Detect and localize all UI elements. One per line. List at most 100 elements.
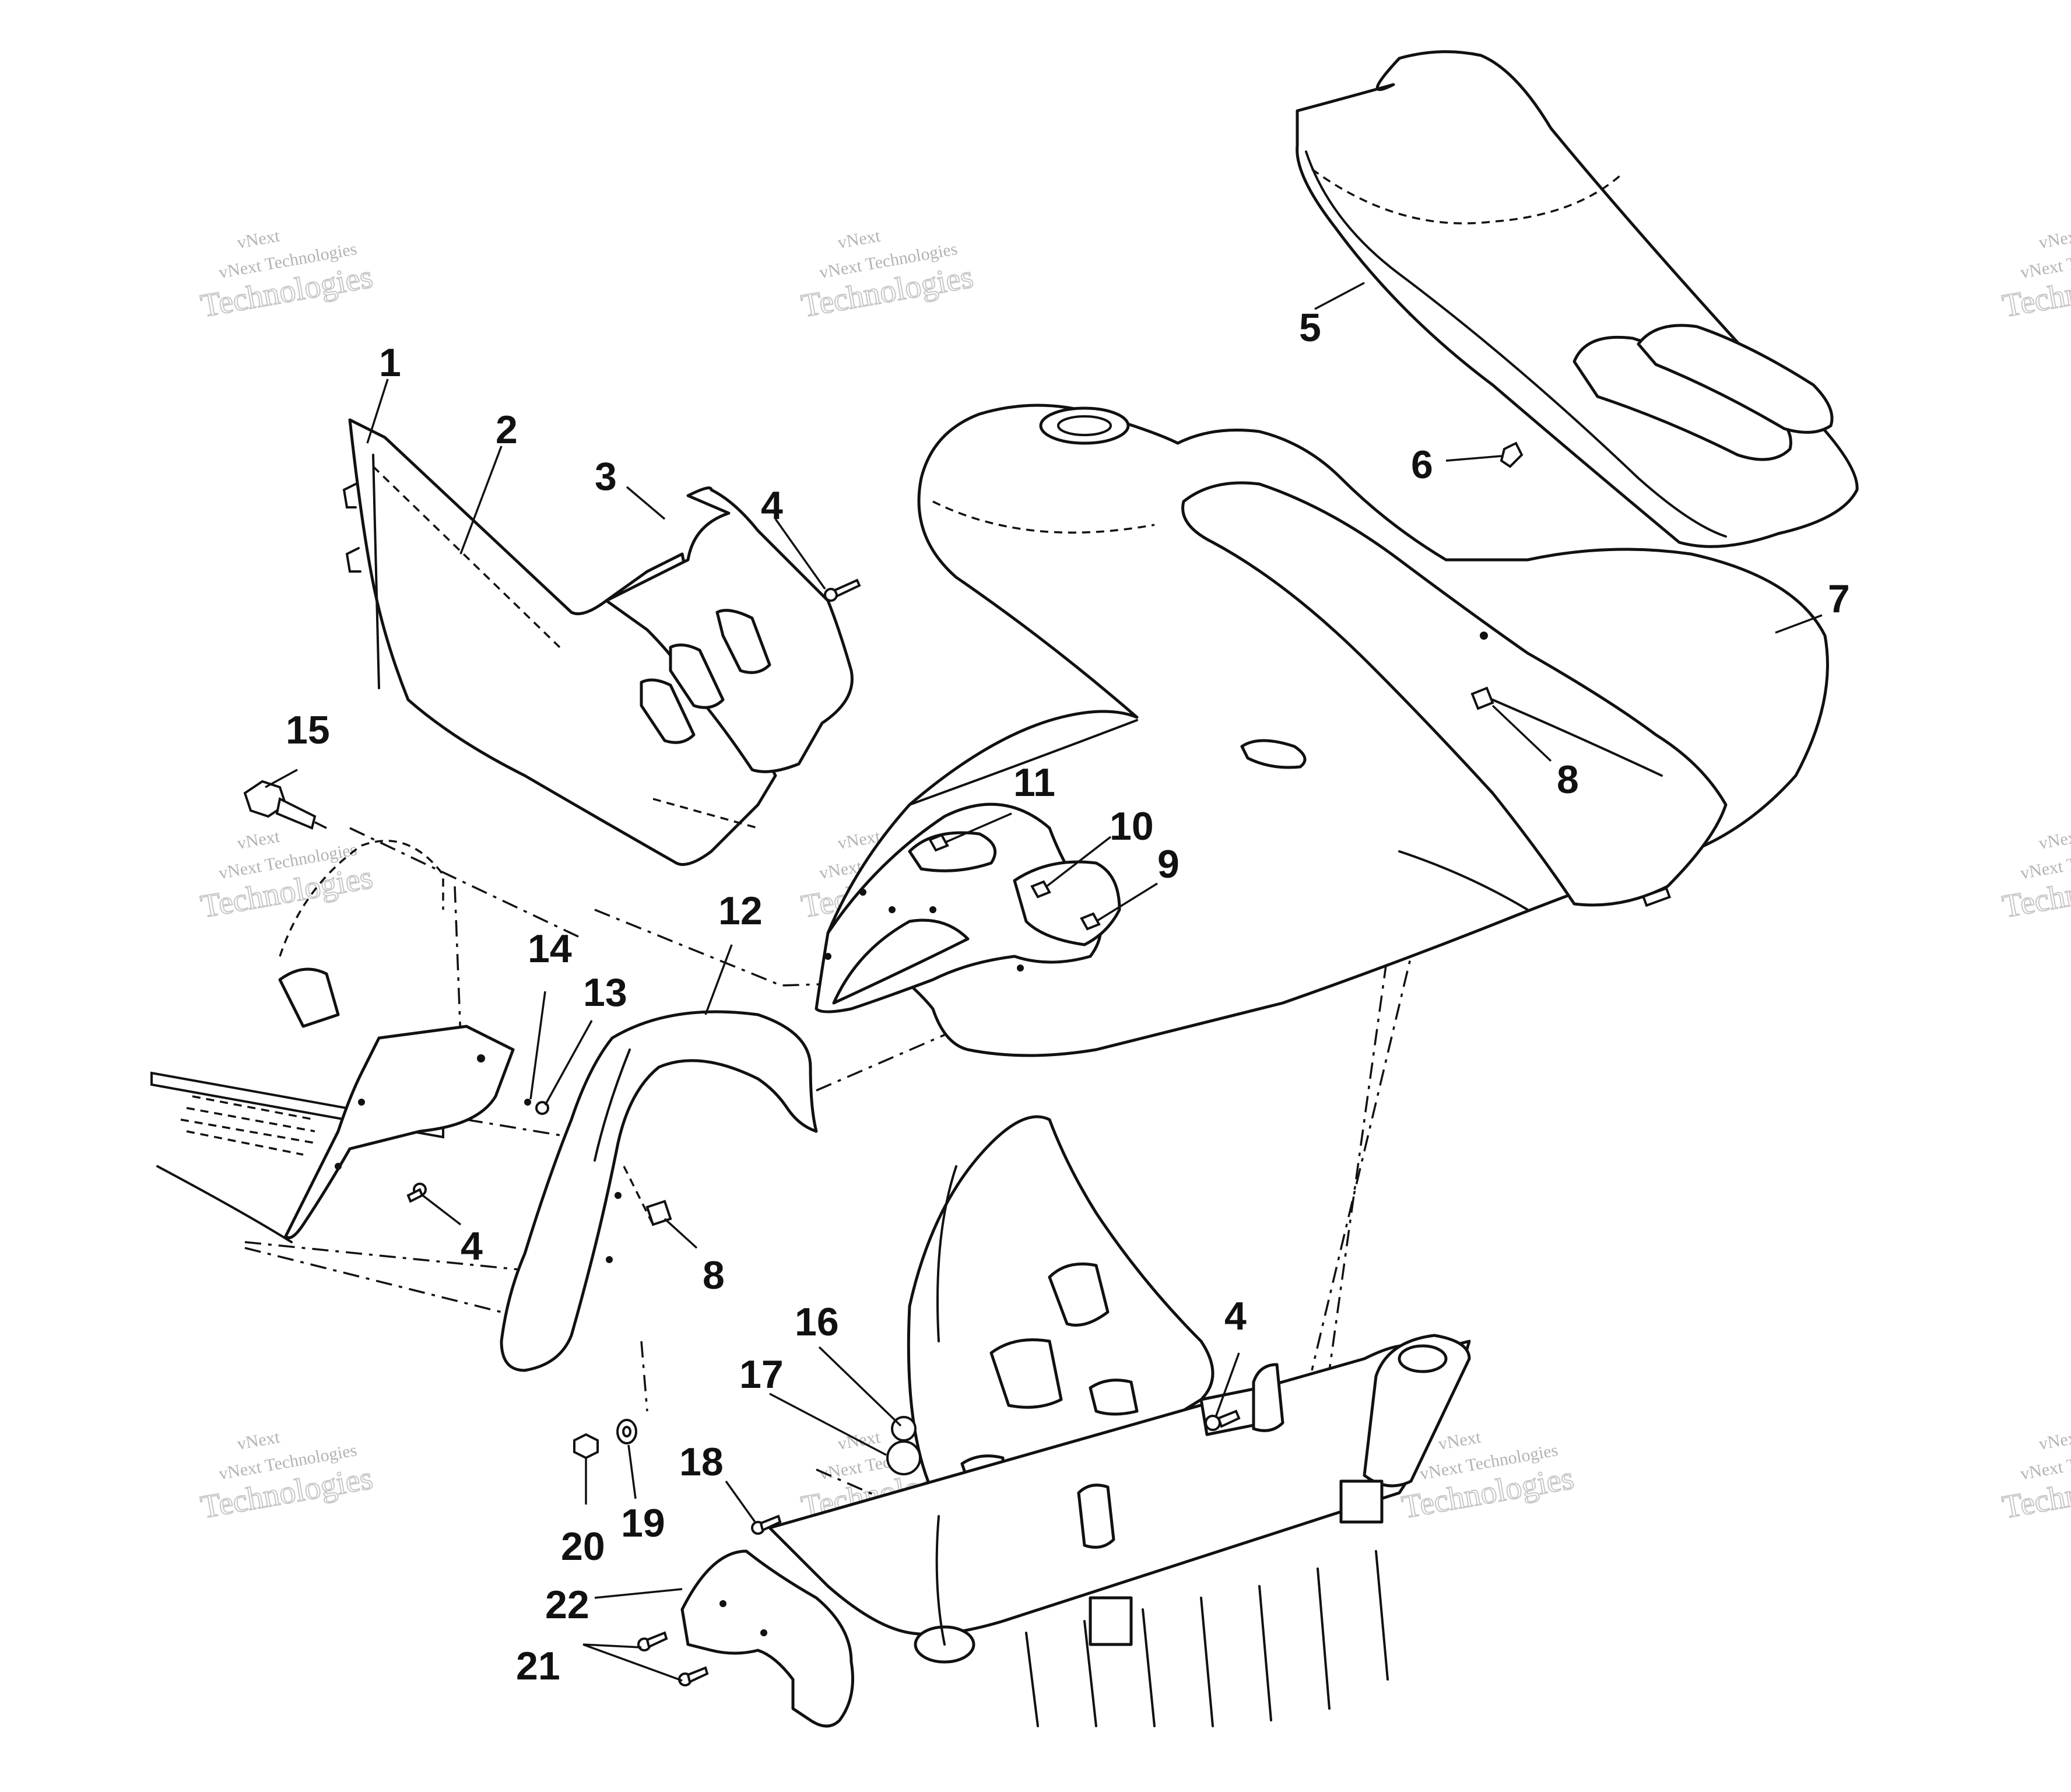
screw-4-top (824, 578, 861, 602)
screw-4-right (1205, 1409, 1241, 1431)
frame-tab (1252, 1363, 1284, 1432)
leader-4a (774, 518, 826, 590)
screw-shank (686, 1666, 709, 1684)
callout-20: 20 (561, 1524, 605, 1569)
frame-crossmember (1363, 1334, 1471, 1488)
leader-17 (769, 1393, 887, 1456)
hardware (243, 441, 1524, 1686)
watermark: vNext vNext Technologies Technologies (198, 1428, 376, 1527)
leader-5 (1314, 282, 1365, 310)
callout-22: 22 (545, 1583, 589, 1627)
callout-17: 17 (739, 1352, 784, 1397)
guide-line (244, 1247, 525, 1319)
footwell-panel-set (342, 418, 854, 866)
footwell-3-dash (652, 798, 759, 829)
guide-line (466, 1118, 607, 1144)
nut-9 (1080, 912, 1101, 931)
left-footrest-assembly (150, 840, 515, 1243)
guard-plate-22 (680, 1549, 854, 1728)
rivet-hole (824, 953, 831, 960)
flare-dash (623, 1166, 654, 1225)
watermark-short: vNext (236, 1428, 282, 1454)
frame-bracket (1089, 1596, 1133, 1646)
rivet-hole (1480, 632, 1488, 640)
callout-10: 10 (1110, 804, 1154, 848)
watermark-short: vNext (236, 827, 282, 853)
leader-10 (1045, 836, 1112, 888)
rear-guard-plate (680, 1549, 854, 1728)
callout-13: 13 (583, 970, 627, 1015)
watermark-short: vNext (2037, 226, 2071, 253)
fender-flare-12 (500, 1010, 818, 1372)
filler-cap (1039, 406, 1130, 445)
screw-shank (1217, 1409, 1241, 1428)
callout-21: 21 (516, 1644, 560, 1688)
rivet-hole (1017, 965, 1024, 972)
guide-line (454, 886, 462, 1039)
watermark-short: vNext (2037, 827, 2071, 853)
leader-12 (704, 944, 733, 1015)
frame-tab (1077, 1484, 1115, 1549)
screw-shank (406, 1188, 424, 1203)
footrest-base-lower (156, 1165, 293, 1243)
leader-13 (544, 1020, 593, 1106)
frame-panel-edge (936, 1165, 957, 1342)
fender-seat-cavity (1181, 481, 1728, 907)
footrest-peg (278, 967, 340, 1028)
leader-18 (725, 1480, 756, 1523)
fender-edge-line (1398, 850, 1529, 911)
watermark: vNext vNext Technologies Technologies (198, 827, 376, 926)
footwell-3-pocket (669, 643, 725, 709)
footwell-tab (345, 547, 361, 573)
rivet-hole (606, 1256, 613, 1263)
leader-21 (582, 1643, 683, 1682)
callout-4: 4 (461, 1224, 483, 1268)
frame-bracket (1339, 1479, 1384, 1524)
leader-2 (459, 446, 503, 555)
leader-3 (626, 486, 666, 520)
callout-14: 14 (528, 927, 572, 971)
rivet-hole (477, 1054, 485, 1062)
rear-rack-cover (1296, 50, 1859, 548)
leader-19 (627, 1444, 637, 1499)
mud-flap-left (284, 1025, 515, 1239)
screw-4-left (406, 1183, 427, 1203)
fender-vent (1240, 739, 1307, 769)
guide-line (244, 1241, 537, 1272)
screw-21a (637, 1631, 668, 1651)
leader-6 (1445, 455, 1502, 462)
callout-15: 15 (286, 708, 330, 752)
frame-cutout (1089, 1379, 1139, 1416)
watermark-short: vNext (236, 226, 282, 253)
frame-mount-hole (1398, 1344, 1448, 1373)
bolt-shank (275, 797, 317, 830)
frame-cutout (1048, 1263, 1110, 1327)
bolt-axis (314, 821, 327, 829)
callout-8: 8 (1557, 758, 1579, 802)
guide-line (349, 827, 584, 940)
side-flap-opening (832, 918, 970, 1005)
screw-21b (678, 1666, 709, 1686)
rivet-hole (760, 1629, 767, 1636)
callout-5: 5 (1299, 306, 1321, 350)
leader-14 (529, 991, 546, 1100)
leader-lines (265, 282, 1823, 1682)
footwell-tab (342, 483, 357, 509)
hex-bolt-15 (243, 780, 327, 830)
callout-6: 6 (1411, 443, 1433, 487)
rack-cover-rim (1305, 150, 1727, 538)
watermark: vNext vNext Technologies Technologies (798, 226, 977, 325)
flare-inner-edge (594, 1048, 631, 1162)
leader-16 (818, 1346, 902, 1427)
rack-cover-pocket (1637, 324, 1834, 434)
watermark-short: vNext (1437, 1428, 1483, 1454)
screw-shank (833, 578, 861, 598)
rivet-hole (929, 906, 936, 913)
watermark: vNext vNext Technologies Technologies (1999, 827, 2071, 926)
leader-4b (422, 1194, 462, 1226)
rivet-hole (719, 1600, 726, 1607)
watermark: vNext vNext Technologies Technologies (1999, 1428, 2071, 1527)
fender-latch (1641, 886, 1672, 907)
callout-1: 1 (379, 341, 401, 385)
